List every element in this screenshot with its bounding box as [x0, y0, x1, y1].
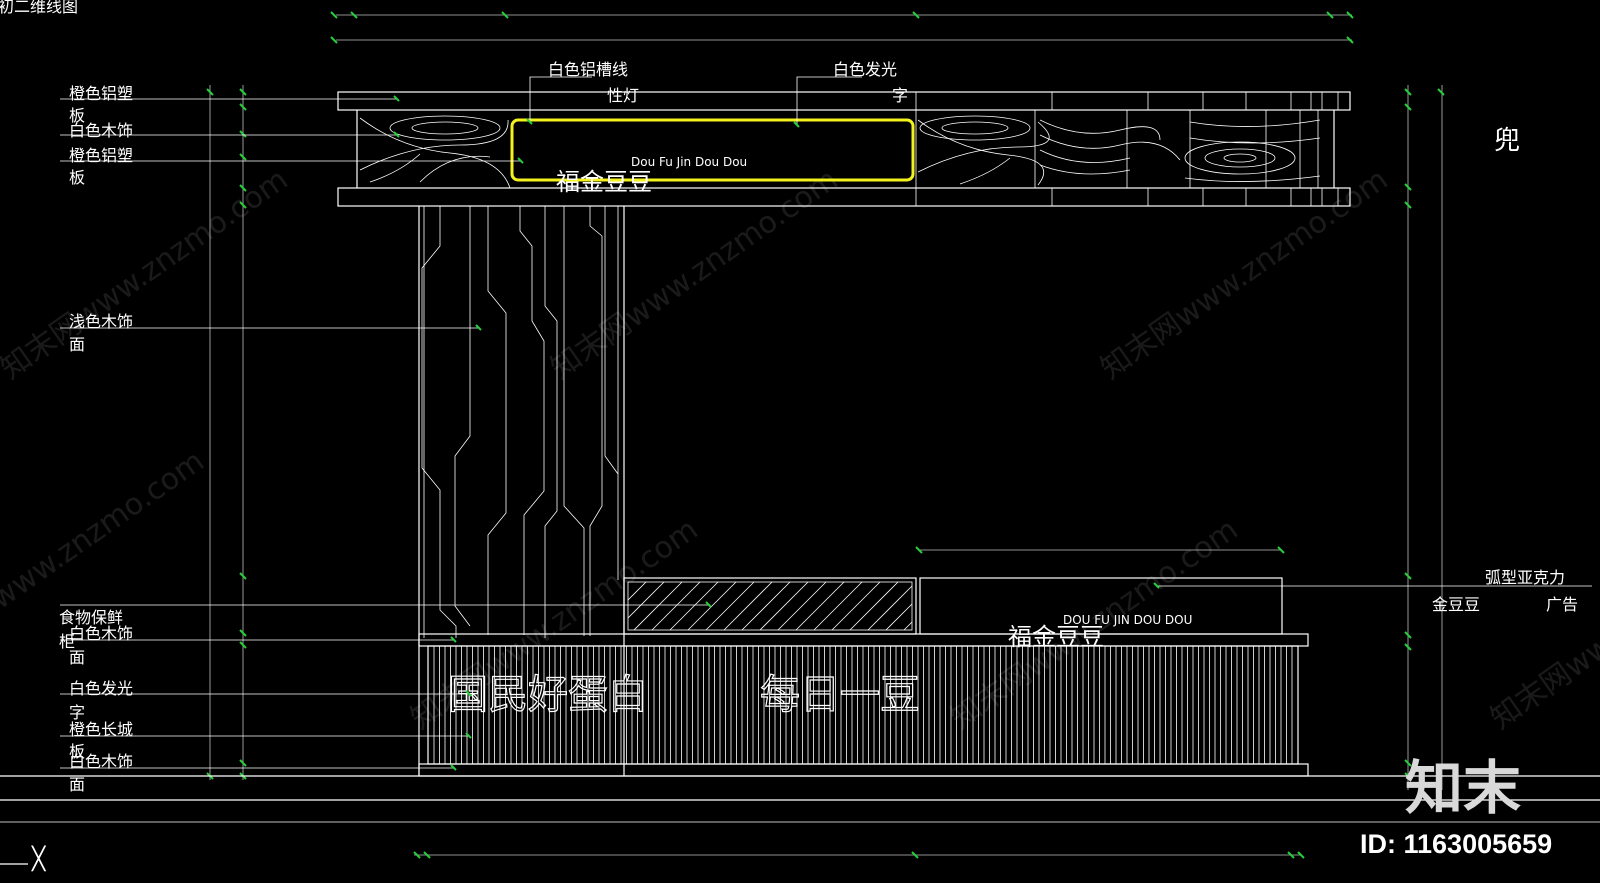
label-orange-greatwall-l2: 板 — [69, 742, 85, 761]
service-counter: 福金豆豆 国民好蛋白 每日一豆 — [418, 623, 1309, 777]
watermark-text: 知末网www.znzmo.com — [1485, 512, 1600, 737]
label-advert: 广告 — [1546, 595, 1578, 614]
top-sign-brand: 福金豆豆 — [556, 168, 652, 196]
label-white-light-text-l2: 字 — [69, 703, 85, 722]
label-alu-groove-light: 白色铝槽线 — [548, 60, 628, 79]
bottom-dimension-line — [413, 851, 1305, 859]
top-dimension-lines — [330, 11, 1354, 44]
label-white-light-text-top: 白色发光 — [833, 60, 897, 79]
label-partial-right: 兜 — [1494, 126, 1520, 156]
leader-lines — [60, 76, 1592, 771]
label-orange-greatwall: 橙色长城 — [69, 720, 133, 739]
label-white-wood-1: 白色木饰 — [69, 121, 133, 140]
corner-mark: ╳ — [0, 845, 47, 872]
food-cabinet — [623, 577, 917, 635]
label-orange-alu-2: 橙色铝塑 — [69, 146, 133, 165]
label-white-light-text-top-l2: 字 — [892, 86, 908, 105]
view-title: 初二维线图 — [0, 0, 78, 16]
close-x-icon: ╳ — [31, 845, 47, 872]
yellow-light-frame — [510, 118, 915, 182]
label-alu-groove-light-l2: 性灯 — [607, 86, 639, 105]
label-white-wood-2: 白色木饰 — [69, 624, 133, 643]
canopy-band — [337, 91, 1351, 207]
counter-sign-pinyin: DOU FU JIN DOU DOU — [1063, 613, 1192, 627]
label-orange-alu-1: 橙色铝塑 — [69, 84, 133, 103]
counter-sign-brand: 福金豆豆 — [1008, 623, 1104, 651]
right-vertical-dimension — [1404, 85, 1445, 790]
watermark-text: 知末网www.znzmo.com — [0, 162, 294, 387]
material-labels-top: 白色铝槽线 性灯 白色发光 字 — [548, 60, 908, 105]
label-jindoudou: 金豆豆 — [1432, 595, 1480, 614]
material-labels-right: 弧型亚克力 金豆豆 广告 兜 — [1432, 126, 1578, 614]
znzmo-logo: 知末 — [1405, 754, 1521, 822]
label-orange-alu-2-l2: 板 — [69, 168, 85, 187]
slogan-right: 每日一豆 — [760, 672, 920, 718]
brand-watermark: 知末 ID: 1163005659 — [1360, 754, 1552, 859]
label-arc-acrylic: 弧型亚克力 — [1485, 568, 1565, 587]
top-sign-pinyin: Dou Fu Jin Dou Dou — [631, 155, 747, 169]
wood-grain-pattern — [359, 115, 1321, 189]
acrylic-sign-box: DOU FU JIN DOU DOU — [915, 546, 1285, 635]
light-box: Dou Fu Jin Dou Dou 福金豆豆 — [510, 118, 915, 196]
label-food-cabinet: 食物保鲜 — [59, 608, 123, 627]
label-white-wood-3: 白色木饰 — [69, 752, 133, 771]
left-vertical-dimension — [206, 85, 247, 780]
watermark-layer: 知末网www.znzmo.com 知末网www.znzmo.com 知末网www… — [0, 162, 1600, 737]
slogan-left: 国民好蛋白 — [448, 672, 648, 718]
material-labels-left: 橙色铝塑 板 白色木饰 橙色铝塑 板 浅色木饰 面 食物保鲜 柜 白色木饰 面 … — [59, 84, 133, 794]
label-white-light-text: 白色发光 — [69, 679, 133, 698]
label-food-cabinet-l2: 柜 — [59, 632, 75, 651]
label-light-wood-l2: 面 — [69, 335, 85, 354]
left-column — [418, 206, 625, 776]
label-white-wood-3-l2: 面 — [69, 775, 85, 794]
watermark-text: www.znzmo.com — [0, 444, 211, 617]
floor-lines — [0, 775, 1600, 823]
label-white-wood-2-l2: 面 — [69, 648, 85, 667]
id-label: ID: 1163005659 — [1360, 829, 1552, 859]
label-light-wood: 浅色木饰 — [69, 312, 133, 331]
label-orange-alu-1-l2: 板 — [69, 106, 85, 125]
